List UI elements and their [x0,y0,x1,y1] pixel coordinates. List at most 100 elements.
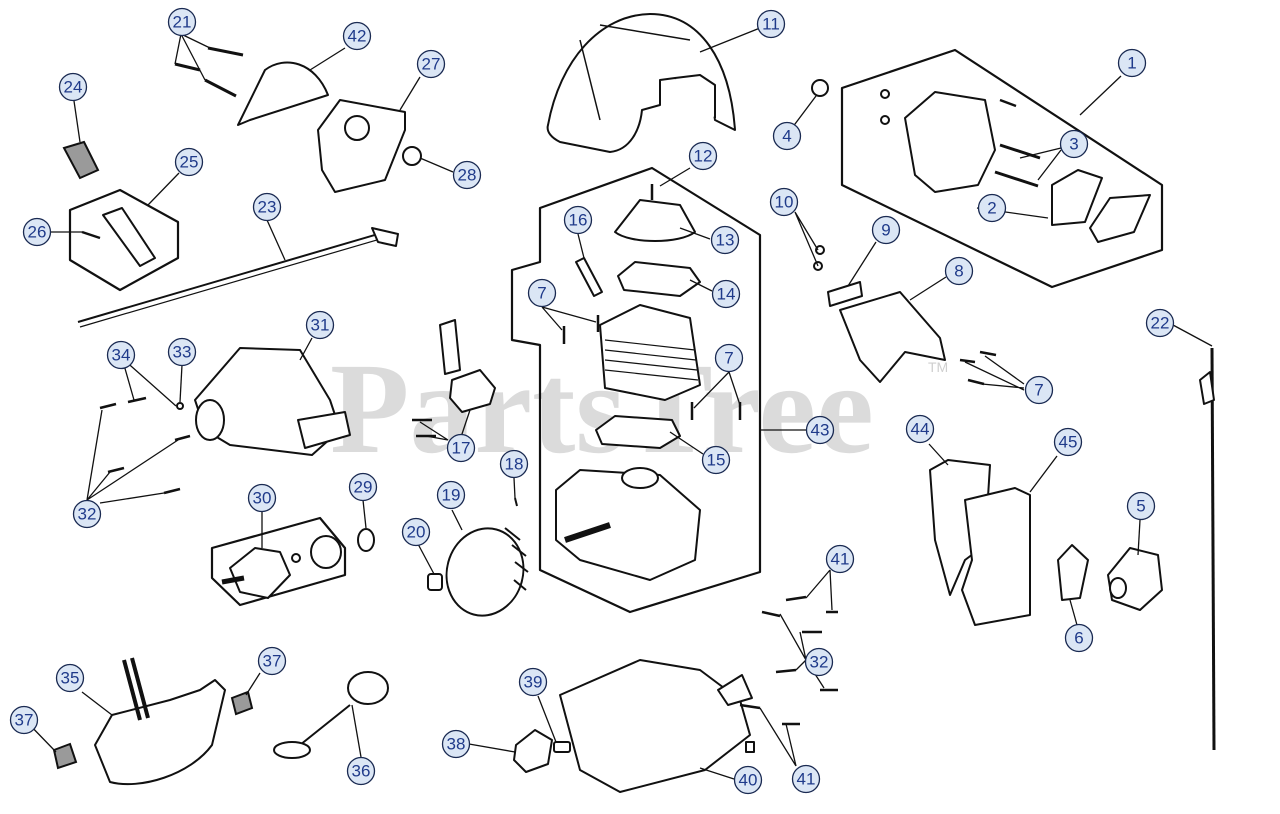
callout-11[interactable]: 11 [756,9,786,39]
callout-16[interactable]: 16 [563,205,593,235]
callout-4[interactable]: 4 [772,121,802,151]
callout-29[interactable]: 29 [348,472,378,502]
svg-text:7: 7 [1034,381,1043,400]
engine-group-box [510,166,762,614]
svg-text:29: 29 [354,478,373,497]
gasket-14-part [617,261,701,297]
carburetor-part [1107,547,1163,611]
svg-text:28: 28 [458,166,477,185]
callout-19[interactable]: 19 [436,480,466,510]
svg-text:27: 27 [422,55,441,74]
callout-38[interactable]: 38 [441,729,471,759]
svg-text:24: 24 [64,78,83,97]
svg-text:26: 26 [28,223,47,242]
callout-35[interactable]: 35 [55,663,85,693]
svg-text:31: 31 [311,316,330,335]
callout-20[interactable]: 20 [401,517,431,547]
air-filter-part [1051,169,1103,226]
clutch-group-box [210,516,347,607]
rod-part [1199,347,1216,751]
svg-text:2: 2 [987,199,996,218]
callout-12[interactable]: 12 [688,141,718,171]
callout-31[interactable]: 31 [305,310,335,340]
callout-30[interactable]: 30 [247,483,277,513]
svg-text:22: 22 [1151,314,1170,333]
shield-part [237,61,329,126]
callout-43[interactable]: 43 [805,415,835,445]
callout-39[interactable]: 39 [518,667,548,697]
callout-17[interactable]: 17 [446,433,476,463]
fuel-cap-part [273,671,389,759]
air-filter-group-box [840,48,1164,289]
callout-37-left[interactable]: 37 [9,705,39,735]
callout-36[interactable]: 36 [346,756,376,786]
svg-text:9: 9 [881,221,890,240]
gear-housing-part [194,347,351,456]
callout-33[interactable]: 33 [167,337,197,367]
flywheel-part [445,527,529,617]
callout-14[interactable]: 14 [711,279,741,309]
callout-41-top[interactable]: 41 [825,544,855,574]
svg-text:14: 14 [717,285,736,304]
grommet-part [62,140,100,180]
svg-text:41: 41 [797,770,816,789]
gasket-15-part [595,415,681,449]
callout-6[interactable]: 6 [1064,623,1094,653]
callout-37-right[interactable]: 37 [257,646,287,676]
svg-text:5: 5 [1136,497,1145,516]
callout-7-engine-left[interactable]: 7 [527,278,557,308]
svg-text:20: 20 [407,523,426,542]
starter-housing-part [559,659,753,793]
callout-32-left[interactable]: 32 [72,499,102,529]
cylinder-part [599,304,701,401]
svg-text:21: 21 [173,13,192,32]
callout-13[interactable]: 13 [710,225,740,255]
callout-5[interactable]: 5 [1126,491,1156,521]
svg-text:33: 33 [173,343,192,362]
callout-25[interactable]: 25 [174,147,204,177]
callout-45[interactable]: 45 [1053,427,1083,457]
svg-text:39: 39 [524,673,543,692]
callout-1[interactable]: 1 [1117,48,1147,78]
svg-text:16: 16 [569,211,588,230]
fuel-tank-part [94,657,226,786]
screw-26-part [81,230,101,240]
svg-text:3: 3 [1069,135,1078,154]
callout-24[interactable]: 24 [58,72,88,102]
filter-cover-part [1089,194,1151,243]
svg-text:42: 42 [348,27,367,46]
callout-22[interactable]: 22 [1145,308,1175,338]
callout-3[interactable]: 3 [1059,129,1089,159]
callout-40[interactable]: 40 [733,765,763,795]
callout-15[interactable]: 15 [701,445,731,475]
svg-text:30: 30 [253,489,272,508]
callout-27[interactable]: 27 [416,49,446,79]
svg-text:34: 34 [112,346,131,365]
callout-28[interactable]: 28 [452,160,482,190]
svg-text:18: 18 [505,455,524,474]
screws-32-left-part [99,396,191,495]
callout-44[interactable]: 44 [905,414,935,444]
svg-text:45: 45 [1059,433,1078,452]
callout-21[interactable]: 21 [167,7,197,37]
screws-7-right-part [959,350,997,386]
callout-23[interactable]: 23 [252,192,282,222]
callout-10[interactable]: 10 [769,187,799,217]
ignition-coil-part [412,319,496,438]
pulley-part [513,729,553,773]
callout-41-bottom[interactable]: 41 [791,764,821,794]
svg-text:6: 6 [1074,629,1083,648]
callout-42[interactable]: 42 [342,21,372,51]
callout-26[interactable]: 26 [22,217,52,247]
callout-2[interactable]: 2 [977,193,1007,223]
leader-lines [24,27,1213,780]
callout-9[interactable]: 9 [871,215,901,245]
callout-8[interactable]: 8 [944,256,974,286]
air-filter-housing-part [880,89,1041,193]
callout-32-right[interactable]: 32 [804,647,834,677]
callout-7-bracket[interactable]: 7 [1024,375,1054,405]
callout-18[interactable]: 18 [499,449,529,479]
callout-7-engine-right[interactable]: 7 [714,343,744,373]
callout-34[interactable]: 34 [106,340,136,370]
heat-shield-45-part [961,487,1031,626]
